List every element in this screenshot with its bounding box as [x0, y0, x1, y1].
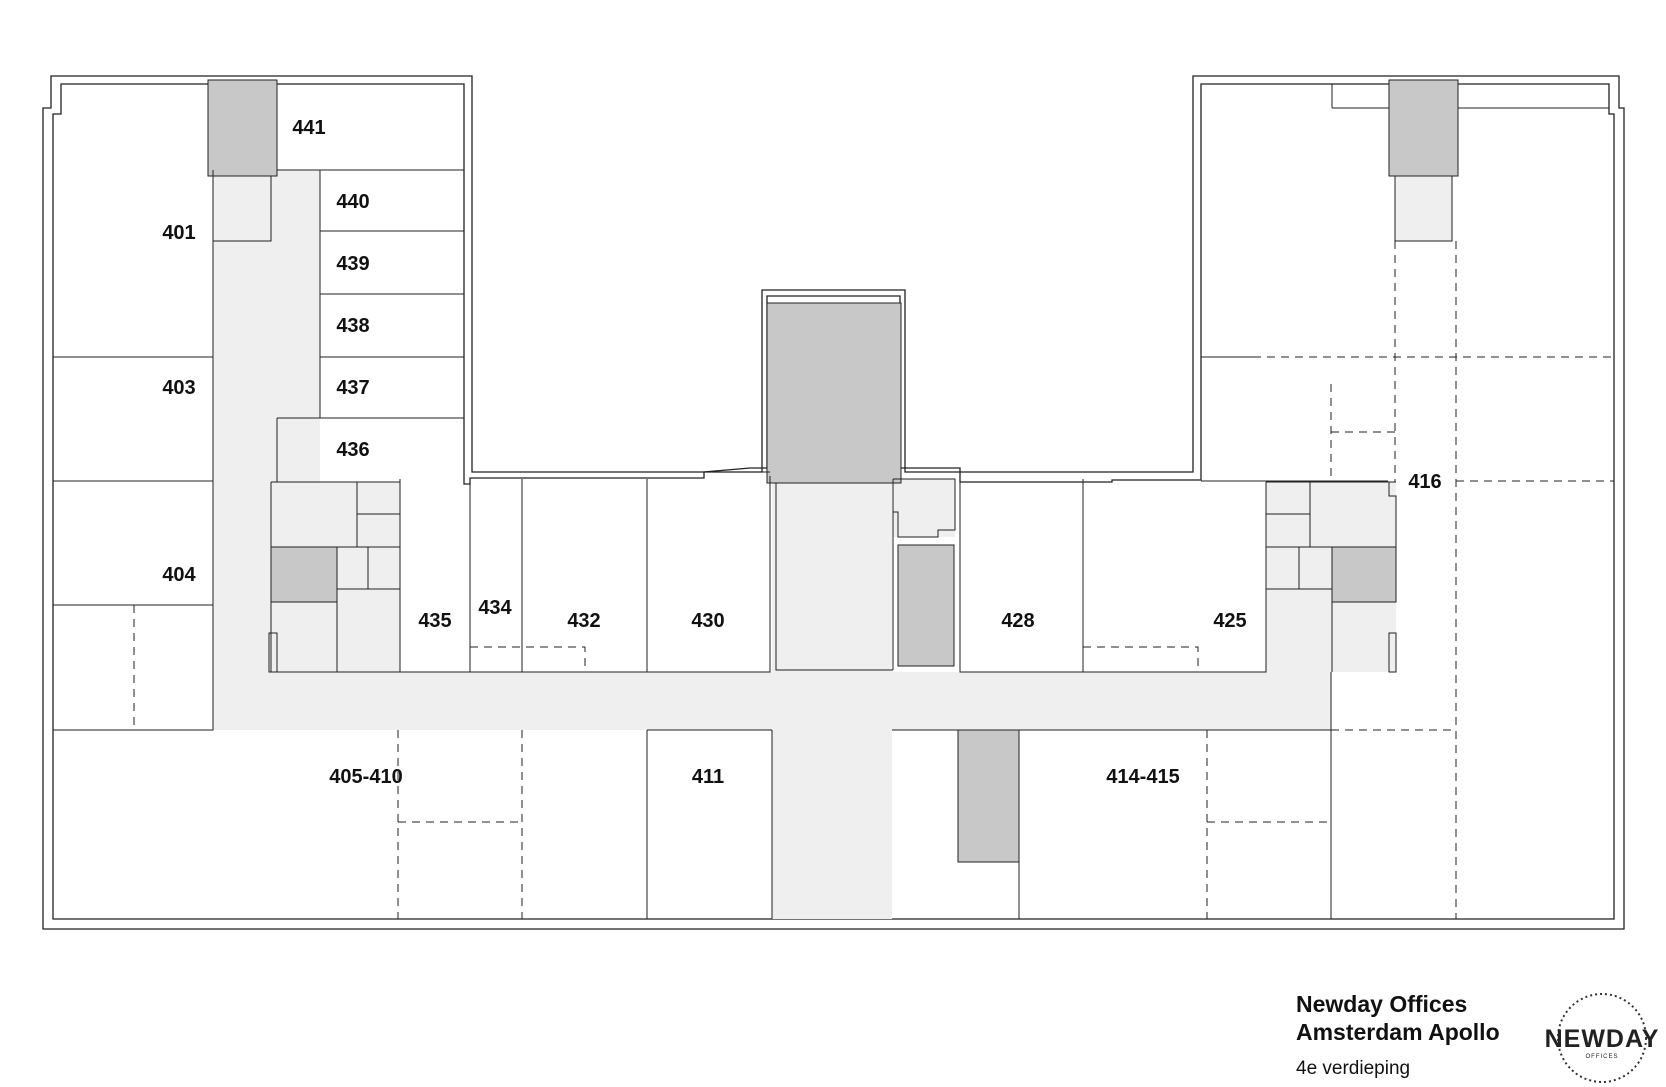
caption-location: Amsterdam Apollo	[1296, 1019, 1500, 1045]
room-walls	[53, 80, 1609, 919]
room-label-425: 425	[1213, 610, 1246, 632]
room-label-440: 440	[336, 191, 369, 213]
room-label-414-415: 414-415	[1106, 766, 1179, 788]
caption: Newday Offices Amsterdam Apollo 4e verdi…	[1296, 990, 1556, 1080]
room-label-436: 436	[336, 439, 369, 461]
room-label-403: 403	[162, 377, 195, 399]
building-shell	[42, 75, 1625, 930]
room-label-405-410: 405-410	[329, 766, 402, 788]
room-label-432: 432	[567, 610, 600, 632]
room-label-430: 430	[691, 610, 724, 632]
dashed-partitions	[53, 241, 1614, 919]
newday-logo-icon	[1557, 993, 1647, 1083]
logo-subtitle: OFFICES	[1585, 1054, 1618, 1060]
room-label-435: 435	[418, 610, 451, 632]
logo-name: NEWDAY	[1545, 1025, 1660, 1053]
room-label-411: 411	[692, 766, 724, 788]
room-labels: 401 403 404 405-410 411 414-415 416 425 428 430 43…	[162, 117, 1441, 788]
caption-company: Newday Offices	[1296, 991, 1468, 1017]
room-label-416: 416	[1408, 471, 1441, 493]
room-label-428: 428	[1001, 610, 1034, 632]
caption-floor: 4e verdieping	[1296, 1058, 1411, 1079]
room-label-434: 434	[478, 597, 512, 619]
newday-logo: NEWDAY OFFICES	[1545, 993, 1660, 1083]
room-label-441: 441	[292, 117, 325, 139]
room-label-438: 438	[336, 315, 369, 337]
room-label-437: 437	[336, 377, 369, 399]
cores	[207, 79, 1459, 863]
room-label-401: 401	[162, 222, 195, 244]
room-label-404: 404	[162, 564, 196, 586]
room-label-439: 439	[336, 253, 369, 275]
